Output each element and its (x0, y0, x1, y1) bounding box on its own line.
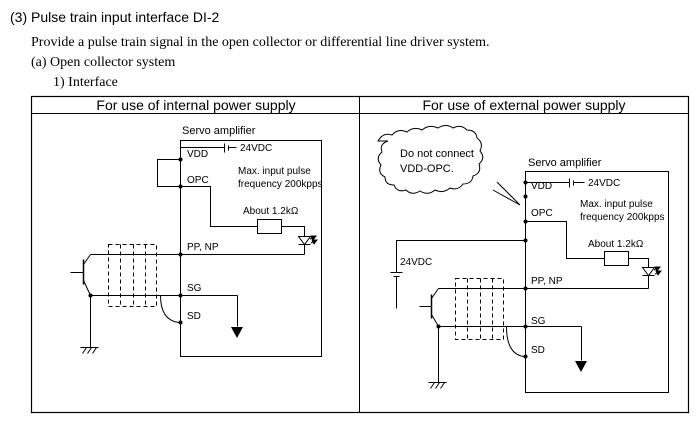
left-freq-line2: frequency 200kpps (238, 179, 323, 190)
left-sd-label: SD (187, 311, 201, 322)
right-24vdc-label: 24VDC (588, 178, 620, 189)
right-resistor-label: About 1.2kΩ (588, 239, 644, 250)
right-opc-label: OPC (531, 208, 553, 219)
left-24vdc-label: 24VDC (240, 143, 272, 154)
left-circuit (70, 140, 322, 357)
right-freq-line2: frequency 200kpps (580, 212, 665, 223)
right-servo-label: Servo amplifier (528, 157, 602, 169)
left-ground-symbol (231, 327, 243, 338)
right-note-line1: Do not connect (400, 148, 474, 160)
right-warning-cloud (377, 125, 521, 206)
left-vdd-label: VDD (187, 149, 208, 160)
right-servo-amplifier-box (525, 171, 669, 393)
right-ppnp-label: PP, NP (531, 276, 563, 287)
right-circuit (390, 171, 669, 393)
subsubsection-title: 1) Interface (53, 75, 118, 90)
right-vdd-label: VDD (531, 181, 552, 192)
left-sg-label: SG (187, 283, 202, 294)
right-junctions (436, 180, 528, 359)
right-ext-24vdc-label: 24VDC (400, 257, 432, 268)
left-junctions (88, 157, 183, 325)
right-sg-label: SG (531, 316, 546, 327)
left-servo-label: Servo amplifier (182, 125, 256, 137)
left-freq-line1: Max. input pulse (238, 166, 311, 177)
right-led-emission-icon (653, 266, 662, 276)
left-resistor-label: About 1.2kΩ (243, 206, 299, 217)
section-title: (3) Pulse train input interface DI-2 (10, 9, 220, 25)
left-ppnp-label: PP, NP (187, 242, 219, 253)
description: Provide a pulse train signal in the open… (31, 35, 490, 50)
left-opc-label: OPC (187, 175, 209, 186)
interface-table (30, 95, 690, 414)
right-sd-label: SD (531, 345, 545, 356)
right-freq-line1: Max. input pulse (580, 199, 653, 210)
left-led-emission-icon (309, 235, 318, 245)
col-right-title: For use of external power supply (422, 97, 625, 113)
subsection-title: (a) Open collector system (31, 55, 176, 70)
col-left-title: For use of internal power supply (96, 97, 295, 113)
right-ground-symbol (575, 361, 587, 372)
right-note-line2: VDD-OPC. (400, 163, 454, 175)
